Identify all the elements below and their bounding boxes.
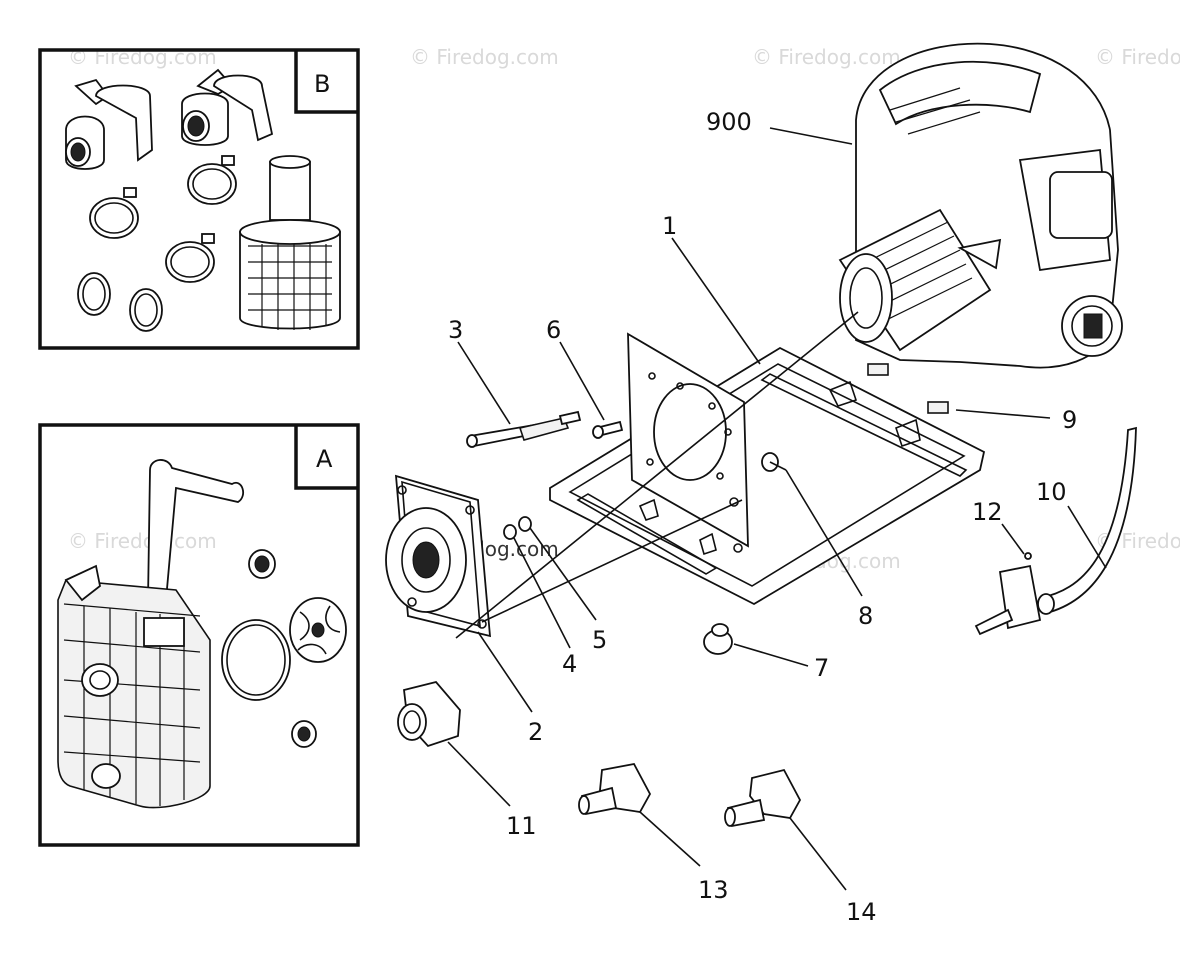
seal-icon xyxy=(248,549,276,579)
hose-clamp-icon xyxy=(89,187,139,239)
o-ring-icon xyxy=(129,288,163,332)
inset-box-a: A xyxy=(38,423,360,847)
callout-2: 2 xyxy=(528,718,543,746)
hose-barb-icon xyxy=(724,768,802,828)
callout-5: 5 xyxy=(592,626,607,654)
strainer-icon xyxy=(239,155,341,330)
callout-11: 11 xyxy=(506,812,537,840)
callout-4: 4 xyxy=(562,650,577,678)
callout-6: 6 xyxy=(546,316,561,344)
washer-icon xyxy=(503,524,517,540)
watermark: © Firedog.com xyxy=(410,45,559,69)
key-icon xyxy=(867,363,889,376)
leader-lines xyxy=(447,127,1107,891)
callouts: 900 1 3 6 9 10 12 8 5 4 2 7 11 13 14 xyxy=(448,108,1077,926)
watermark: © Firedog.com xyxy=(68,529,217,553)
o-ring-icon xyxy=(221,619,291,701)
inset-frame xyxy=(38,48,360,350)
callout-7: 7 xyxy=(814,654,829,682)
callout-10: 10 xyxy=(1036,478,1067,506)
watermark: © Firedog.com xyxy=(1095,45,1180,69)
throttle-control-icon xyxy=(974,426,1137,636)
callout-12: 12 xyxy=(972,498,1003,526)
nut-icon xyxy=(518,516,532,532)
hose-fitting-icon xyxy=(181,68,274,146)
callout-13: 13 xyxy=(698,876,729,904)
inset-box-b: B xyxy=(38,48,360,350)
hose-clamp-icon xyxy=(187,155,237,205)
screw-icon xyxy=(592,420,624,439)
watermark: © Firedog.com xyxy=(752,45,901,69)
inset-frame xyxy=(38,423,360,847)
callout-3: 3 xyxy=(448,316,463,344)
rubber-foot-icon xyxy=(703,623,733,655)
hose-fitting-icon xyxy=(65,78,153,170)
callout-9: 9 xyxy=(1062,406,1077,434)
shaft-icon xyxy=(466,410,582,448)
callout-900: 900 xyxy=(706,108,752,136)
screw-icon xyxy=(1024,552,1032,560)
hose-clamp-icon xyxy=(165,233,215,283)
impeller-icon xyxy=(289,597,347,663)
inset-label: A xyxy=(316,445,333,473)
pump-housing-icon xyxy=(385,474,492,638)
inset-label-frame xyxy=(294,50,358,114)
fuel-tank-icon xyxy=(57,459,245,809)
engine-icon xyxy=(838,42,1123,369)
hose-barb-icon xyxy=(578,762,652,816)
key-icon xyxy=(927,401,949,414)
bolt-icon xyxy=(761,452,787,472)
callout-14: 14 xyxy=(846,898,877,926)
seal-icon xyxy=(291,720,317,748)
o-ring-icon xyxy=(77,272,111,316)
callout-8: 8 xyxy=(858,602,873,630)
nozzle-icon xyxy=(397,680,461,748)
inset-label: B xyxy=(314,70,330,98)
inset-label-frame xyxy=(294,425,358,490)
callout-1: 1 xyxy=(662,212,677,240)
